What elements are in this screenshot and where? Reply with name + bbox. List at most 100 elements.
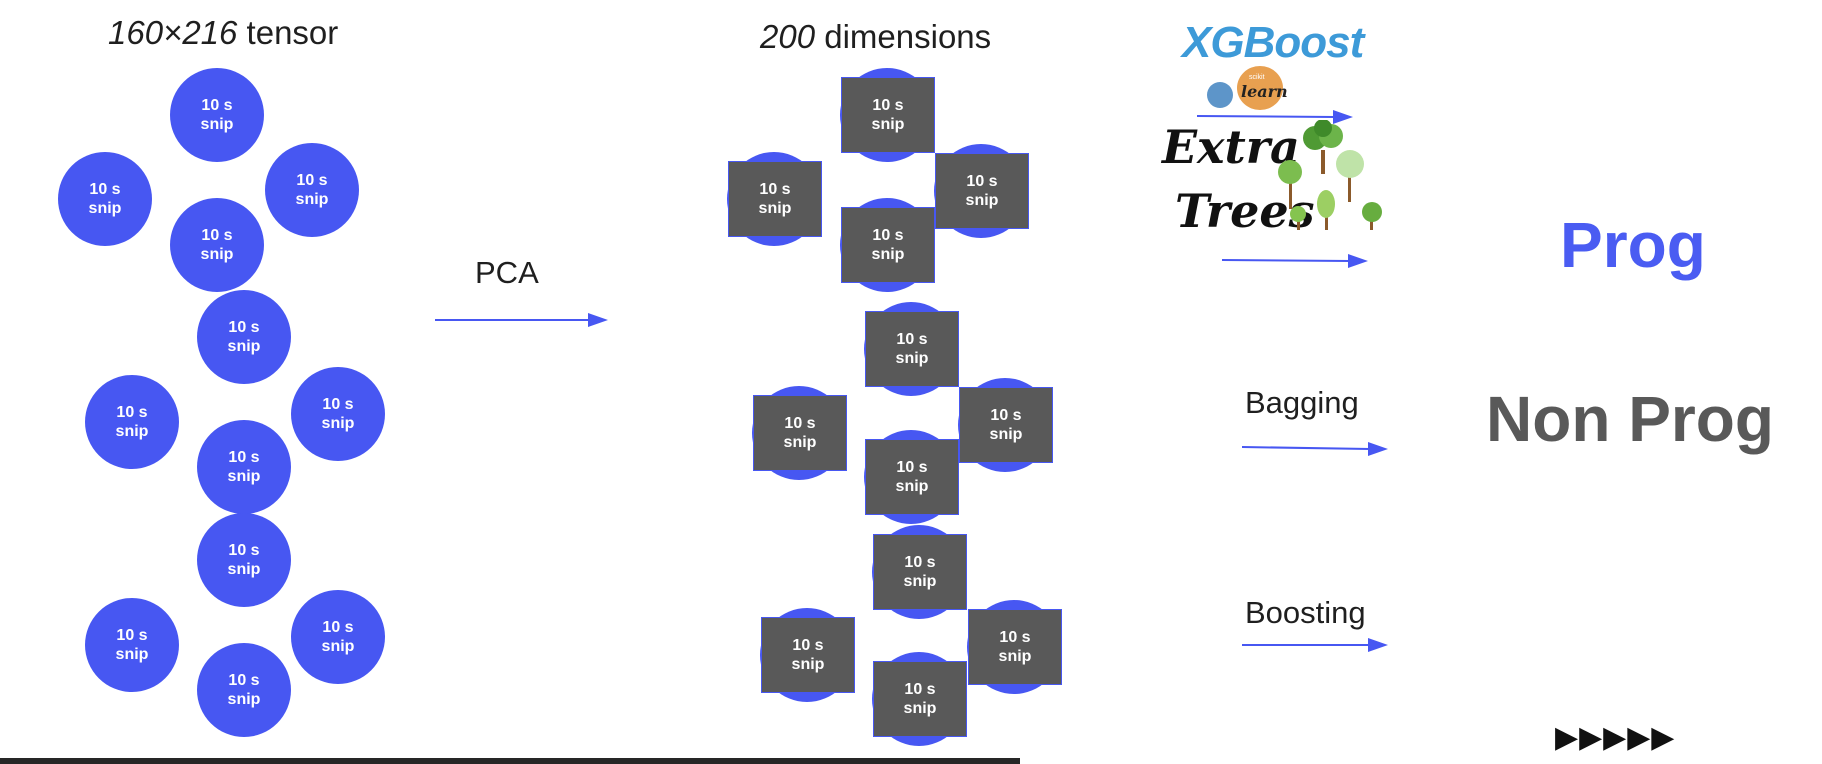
snip-word: snip: [758, 200, 792, 217]
snip-circle: 10 s snip: [85, 375, 179, 469]
snip-box: 10 s snip: [840, 68, 936, 164]
snip-box-square: 10 s snip: [841, 77, 935, 153]
snip-word: snip: [998, 648, 1032, 665]
extra-trees-logo-extra: Extra: [1162, 120, 1300, 174]
xgboost-logo: XGBoost: [1182, 18, 1364, 67]
snip-word: snip: [783, 434, 817, 451]
snip-box-square: 10 s snip: [753, 395, 847, 471]
pca-label: PCA: [475, 255, 539, 290]
dimensions-heading: 200 dimensions: [760, 18, 991, 56]
snip-duration: 10 s: [896, 331, 928, 348]
snip-word: snip: [227, 468, 261, 485]
dimensions-heading-rest: dimensions: [815, 18, 992, 55]
snip-word: snip: [903, 700, 937, 717]
prog-label: Prog: [1560, 209, 1706, 281]
snip-word: snip: [791, 656, 825, 673]
boosting-label: Boosting: [1245, 595, 1366, 630]
snip-duration: 10 s: [116, 404, 148, 421]
snip-box-square: 10 s snip: [841, 207, 935, 283]
snip-circle: 10 s snip: [197, 420, 291, 514]
tensor-heading-dims: 160×216: [108, 14, 238, 51]
snip-word: snip: [965, 192, 999, 209]
tensor-heading: 160×216 tensor: [108, 14, 338, 52]
snip-duration: 10 s: [792, 637, 824, 654]
snip-box-square: 10 s snip: [935, 153, 1029, 229]
tree-icon: [1336, 150, 1364, 202]
snip-circle: 10 s snip: [197, 290, 291, 384]
non-prog-label: Non Prog: [1486, 383, 1774, 455]
tree-icon: [1278, 160, 1302, 209]
snip-box-square: 10 s snip: [873, 534, 967, 610]
snip-word: snip: [903, 573, 937, 590]
snip-duration: 10 s: [872, 227, 904, 244]
snip-box-square: 10 s snip: [968, 609, 1062, 685]
xgboost-arrow: [1196, 110, 1353, 124]
snip-duration: 10 s: [228, 319, 260, 336]
sklearn-blue-blob: [1207, 82, 1233, 108]
bagging-label: Bagging: [1245, 385, 1359, 420]
sklearn-learn-text: learn: [1241, 82, 1288, 101]
snip-word: snip: [115, 646, 149, 663]
snip-box: 10 s snip: [864, 302, 960, 398]
snip-word: snip: [200, 246, 234, 263]
snip-circle: 10 s snip: [197, 513, 291, 607]
snip-box: 10 s snip: [934, 144, 1030, 240]
snip-box-square: 10 s snip: [761, 617, 855, 693]
snip-duration: 10 s: [201, 97, 233, 114]
snip-circle: 10 s snip: [170, 68, 264, 162]
snip-duration: 10 s: [228, 542, 260, 559]
snip-box: 10 s snip: [760, 608, 856, 704]
snip-word: snip: [227, 561, 261, 578]
tensor-heading-rest: tensor: [237, 14, 339, 51]
snip-word: snip: [989, 426, 1023, 443]
snip-word: snip: [871, 246, 905, 263]
snip-word: snip: [227, 691, 261, 708]
snip-circle: 10 s snip: [170, 198, 264, 292]
snip-circle: 10 s snip: [85, 598, 179, 692]
snip-duration: 10 s: [296, 172, 328, 189]
snip-word: snip: [200, 116, 234, 133]
snip-box: 10 s snip: [872, 525, 968, 621]
extra-trees-arrow: [1221, 254, 1368, 268]
snip-duration: 10 s: [201, 227, 233, 244]
bagging-arrow: [1241, 442, 1388, 456]
snip-word: snip: [895, 350, 929, 367]
snip-duration: 10 s: [116, 627, 148, 644]
dimensions-heading-count: 200: [760, 18, 816, 55]
snip-word: snip: [895, 478, 929, 495]
bottom-bar: [0, 758, 1020, 764]
tree-icon: [1290, 206, 1306, 230]
snip-word: snip: [871, 116, 905, 133]
boosting-arrow: [1242, 638, 1388, 652]
snip-duration: 10 s: [322, 619, 354, 636]
sklearn-orange-blob: [1237, 66, 1283, 110]
snip-duration: 10 s: [966, 173, 998, 190]
snip-duration: 10 s: [784, 415, 816, 432]
snip-word: snip: [321, 638, 355, 655]
trees-illustration: [1278, 120, 1382, 230]
sklearn-scikit-text: scikit: [1249, 74, 1265, 81]
snip-duration: 10 s: [999, 629, 1031, 646]
playback-marks: ▶▶▶▶▶: [1555, 721, 1676, 754]
tree-icon: [1303, 120, 1343, 174]
snip-duration: 10 s: [872, 97, 904, 114]
snip-duration: 10 s: [322, 396, 354, 413]
snip-duration: 10 s: [228, 672, 260, 689]
snip-word: snip: [115, 423, 149, 440]
snip-duration: 10 s: [904, 554, 936, 571]
snip-duration: 10 s: [228, 449, 260, 466]
snip-box: 10 s snip: [967, 600, 1063, 696]
tree-icon: [1317, 190, 1335, 230]
snip-word: snip: [227, 338, 261, 355]
snip-duration: 10 s: [89, 181, 121, 198]
snip-box: 10 s snip: [840, 198, 936, 294]
